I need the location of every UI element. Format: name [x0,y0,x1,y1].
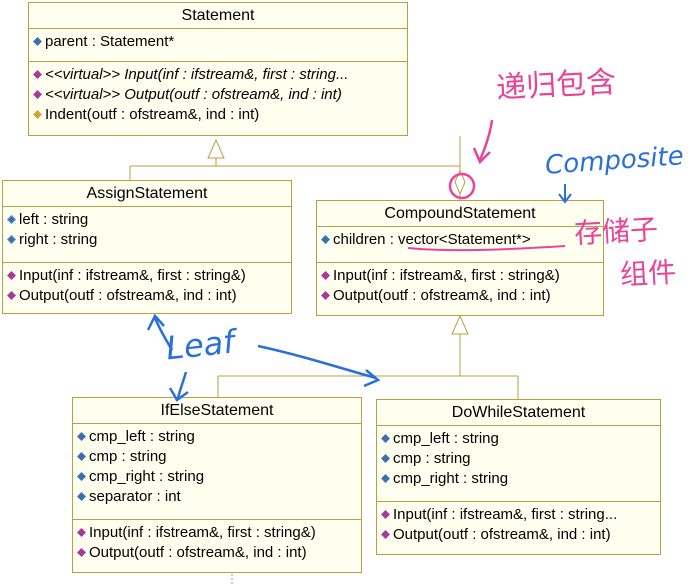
attribute: cmp : string [381,449,656,469]
operation: Input(inf : ifstream&, first : string&) [321,266,599,286]
operation-text: Output(outf : ofstream&, ind : int) [333,287,551,304]
leaf-arrow-assign [153,317,174,351]
operation: <<virtual>> Output(outf : ofstream&, ind… [33,85,403,105]
attribute-text: cmp_right : string [393,470,509,487]
operation: Output(outf : ofstream&, ind : int) [77,543,357,563]
annotation-stores-children-1: 存储子 [573,212,659,251]
attribute-text: left : string [19,211,89,228]
attribute: right : string [7,230,287,250]
operations-section: <<virtual>> Input(inf : ifstream&, first… [29,62,407,129]
attribute: cmp_right : string [381,469,656,489]
attribute: left : string [7,210,287,230]
attribute-text: children : vector<Statement*> [333,231,531,248]
attribute-text: cmp_left : string [393,430,499,447]
leaf-arrow-ifelse [176,371,188,399]
pink-circle-mark [448,172,476,200]
attribute: separator : int [77,487,357,507]
operations-section: Input(inf : ifstream&, first : string...… [377,502,660,549]
operation: Output(outf : ofstream&, ind : int) [381,525,656,545]
operations-section: Input(inf : ifstream&, first : string&) … [73,520,361,567]
class-name: AssignStatement [3,181,291,207]
class-name: Statement [29,3,407,29]
class-name: IfElseStatement [73,398,361,424]
attribute: cmp : string [77,447,357,467]
operation: Input(inf : ifstream&, first : string&) [7,266,287,286]
operation-text: Input(inf : ifstream&, first : string&) [89,524,316,541]
operation: <<virtual>> Input(inf : ifstream&, first… [33,65,403,85]
attribute-text: cmp_right : string [89,468,205,485]
generalization-arrow [451,314,469,335]
attribute-text: cmp : string [393,450,471,467]
stereotype: <<virtual>> [45,66,125,83]
operation-text: Input(inf : ifstream&, first : string... [124,66,349,83]
attribute: cmp_left : string [77,427,357,447]
operation: Input(inf : ifstream&, first : string... [381,505,656,525]
attribute: children : vector<Statement*> [321,230,599,250]
attributes-section: children : vector<Statement*> [317,227,603,263]
attributes-section: cmp_left : string cmp : string cmp_right… [73,424,361,520]
attributes-section: left : string right : string [3,207,291,263]
operation-text: Input(inf : ifstream&, first : string&) [333,267,560,284]
attribute-text: cmp_left : string [89,428,195,445]
attributes-section: cmp_left : string cmp : string cmp_right… [377,426,660,502]
class-compound-statement[interactable]: CompoundStatement children : vector<Stat… [316,200,604,316]
operation: Indent(outf : ofstream&, ind : int) [33,105,403,125]
attribute-text: separator : int [89,488,181,505]
attribute-text: right : string [19,231,98,248]
leaf-arrow-dowhile [257,344,377,380]
attribute: parent : Statement* [33,32,403,52]
operation-text: Output(outf : ofstream&, ind : int) [393,526,611,543]
class-statement[interactable]: Statement parent : Statement* <<virtual>… [28,2,408,136]
class-name: DoWhileStatement [377,400,660,426]
operation: Output(outf : ofstream&, ind : int) [7,286,287,306]
annotation-stores-children-2: 组件 [619,255,677,292]
attribute-text: parent : Statement* [45,33,175,50]
attribute-text: cmp : string [89,448,167,465]
attribute: cmp_right : string [77,467,357,487]
annotation-leaf: Leaf [164,322,237,368]
pink-arrow-mark [478,119,494,161]
operation-text: Output(outf : ofstream&, ind : int) [124,86,342,103]
operation-text: Output(outf : ofstream&, ind : int) [19,287,237,304]
operation-text: Input(inf : ifstream&, first : string&) [19,267,246,284]
operation-text: Output(outf : ofstream&, ind : int) [89,544,307,561]
operation: Output(outf : ofstream&, ind : int) [321,286,599,306]
operation-text: Indent(outf : ofstream&, ind : int) [45,106,260,123]
operations-section: Input(inf : ifstream&, first : string&) … [317,263,603,310]
stereotype: <<virtual>> [45,86,125,103]
class-name: CompoundStatement [317,201,603,227]
class-assign-statement[interactable]: AssignStatement left : string right : st… [2,180,292,314]
attribute: cmp_left : string [381,429,656,449]
class-ifelse-statement[interactable]: IfElseStatement cmp_left : string cmp : … [72,397,362,573]
operation-text: Input(inf : ifstream&, first : string... [393,506,618,523]
attributes-section: parent : Statement* [29,29,407,62]
class-dowhile-statement[interactable]: DoWhileStatement cmp_left : string cmp :… [376,399,661,555]
annotation-recursive-contain: 递归包含 [495,64,618,107]
operation: Input(inf : ifstream&, first : string&) [77,523,357,543]
operations-section: Input(inf : ifstream&, first : string&) … [3,263,291,310]
generalization-arrow [207,138,225,159]
pink-underline-mark [407,245,566,252]
